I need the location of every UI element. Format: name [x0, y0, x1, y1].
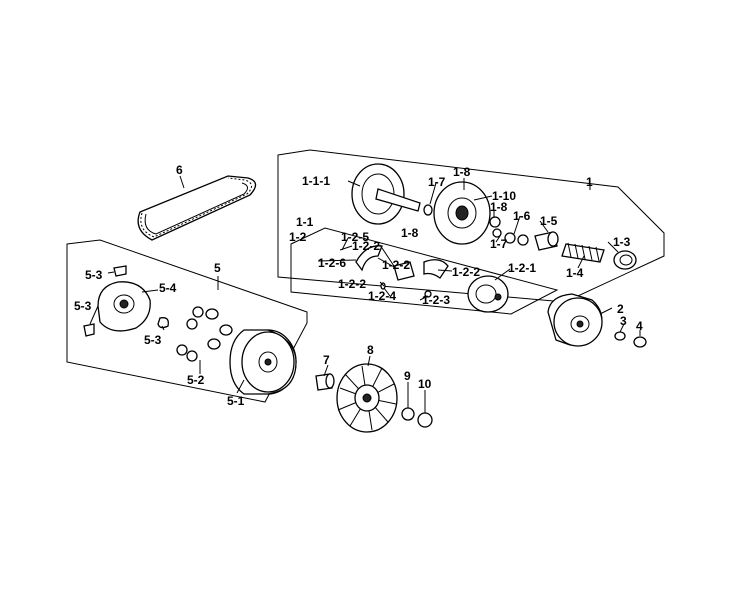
- label-1-2-2a: 1-2-2: [352, 239, 380, 253]
- washer-3: [614, 331, 626, 341]
- group-1-frame: [277, 149, 665, 303]
- label-4: 4: [636, 319, 643, 333]
- seal-1-7b: [504, 232, 516, 244]
- label-5-3b: 5-3: [74, 299, 92, 313]
- clutch-shoes-1-2-2: [393, 259, 449, 281]
- movable-face-1-10: [433, 181, 491, 245]
- washer-9: [401, 407, 415, 421]
- label-1-2-4: 1-2-4: [368, 289, 396, 303]
- slider-5-3b: [83, 323, 95, 337]
- group-1-2-frame: [290, 227, 559, 315]
- label-1-6: 1-6: [513, 209, 531, 223]
- slider-5-3a: [113, 265, 127, 277]
- pin-1-2-3: [424, 290, 432, 298]
- label-1-2-2-extra: 1-2-2: [338, 277, 366, 291]
- slider-5-3c: [157, 317, 169, 329]
- label-1-1: 1-1: [296, 215, 314, 229]
- label-2: 2: [617, 302, 624, 316]
- label-1-2: 1-2: [289, 230, 307, 244]
- label-5-1: 5-1: [227, 394, 245, 408]
- spring-cap-1-3: [613, 250, 637, 270]
- label-1-2-5: 1-2-5: [341, 230, 369, 244]
- group-5-frame: [66, 239, 308, 403]
- label-1-2-3: 1-2-3: [422, 293, 450, 307]
- part-labels: 1 1-1-1 1-8 1-7 1-10 1-8 1-6 1-5 1-7 1-1…: [74, 163, 643, 408]
- label-1-3: 1-3: [613, 235, 631, 249]
- label-10: 10: [418, 377, 432, 391]
- ramp-plate-5-4: [97, 281, 151, 332]
- label-1-1-1: 1-1-1: [302, 174, 330, 188]
- label-1: 1: [586, 175, 593, 189]
- label-3: 3: [620, 314, 627, 328]
- drive-face-5-1: [229, 329, 297, 395]
- label-1-2-6: 1-2-6: [318, 256, 346, 270]
- fan-drive-face-8: [336, 363, 398, 433]
- clutch-shoe-1-2-6: [355, 245, 383, 272]
- label-1-2-1: 1-2-1: [508, 261, 536, 275]
- label-8: 8: [367, 343, 374, 357]
- drive-belt: [137, 175, 257, 241]
- label-5-3c: 5-3: [144, 333, 162, 347]
- label-5-3a: 5-3: [85, 268, 103, 282]
- label-1-7a: 1-7: [428, 175, 446, 189]
- label-1-8b: 1-8: [490, 200, 508, 214]
- label-1-4: 1-4: [566, 266, 584, 280]
- oring-1-8a: [489, 216, 501, 228]
- label-6: 6: [176, 163, 183, 177]
- label-1-10: 1-10: [492, 189, 516, 203]
- label-1-7b: 1-7: [490, 237, 508, 251]
- clutch-plate-1-2-1: [467, 275, 509, 313]
- collar-1-5: [534, 231, 559, 251]
- seal-1-7a: [423, 204, 433, 216]
- label-1-5: 1-5: [540, 214, 558, 228]
- clutch-outer-2: [547, 293, 603, 347]
- label-5-4: 5-4: [159, 281, 177, 295]
- label-1-2-2c: 1-2-2: [452, 265, 480, 279]
- seal-1-6: [517, 234, 529, 246]
- oring-1-8b: [492, 228, 502, 238]
- leader-lines: [89, 175, 641, 413]
- nut-10: [417, 412, 433, 428]
- label-5-2: 5-2: [187, 373, 205, 387]
- label-1-2-2b: 1-2-2: [382, 258, 410, 272]
- label-5: 5: [214, 261, 221, 275]
- driven-face-1-1-1: [351, 163, 421, 225]
- spring-1-4: [561, 242, 605, 263]
- bushing-7: [315, 373, 335, 391]
- label-9: 9: [404, 369, 411, 383]
- label-1-8a: 1-8: [453, 165, 471, 179]
- nut-4: [633, 336, 647, 348]
- rollers-5-2: [176, 306, 233, 362]
- label-7: 7: [323, 353, 330, 367]
- label-1-8c: 1-8: [401, 226, 419, 240]
